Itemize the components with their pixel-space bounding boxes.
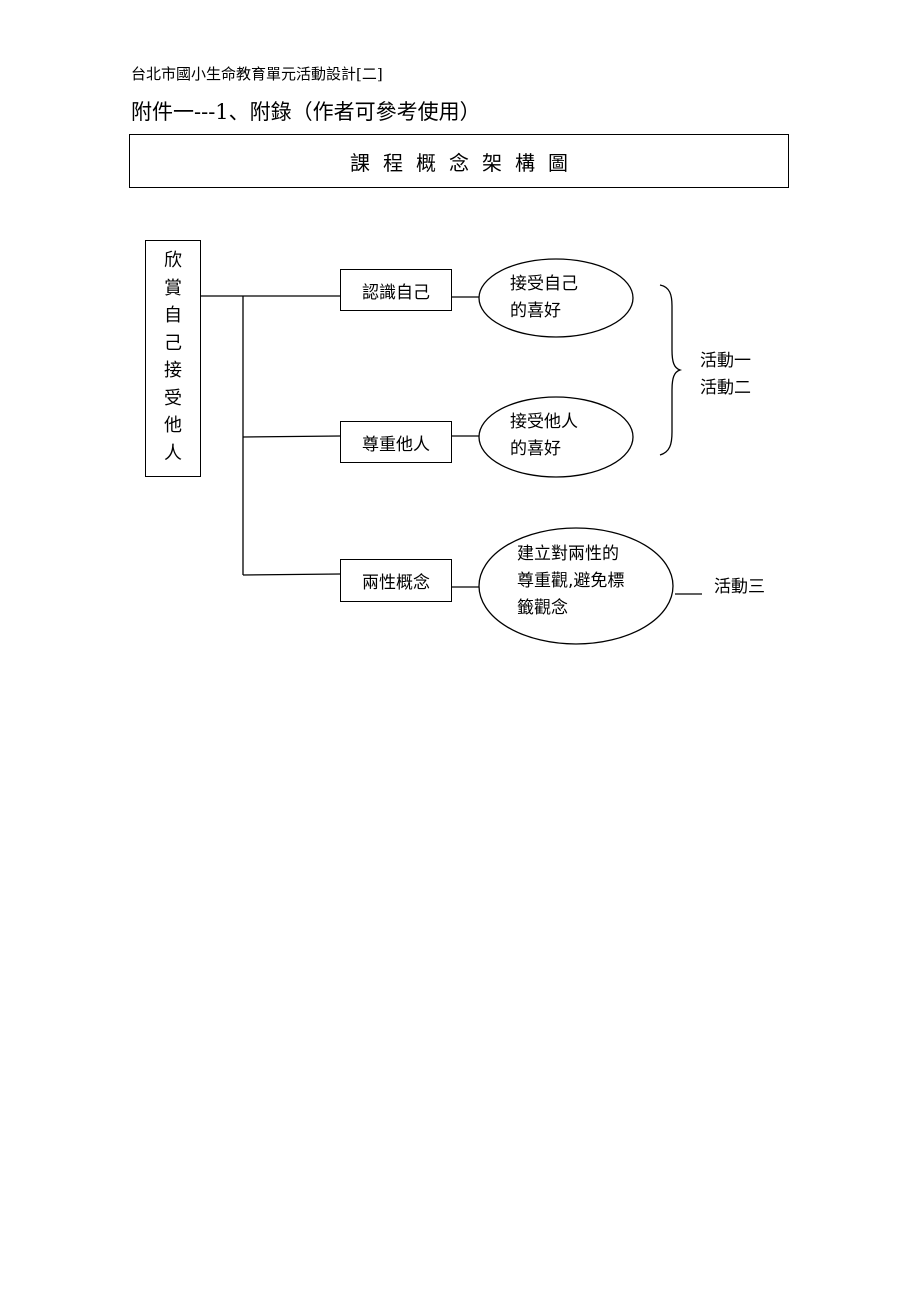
root-concept-char: 賞 [164, 277, 182, 299]
activity-label-group-two: 活動三 [714, 577, 765, 597]
root-concept-char: 人 [164, 442, 182, 464]
attachment-subtitle: 附件一---1、附錄（作者可參考使用） [131, 100, 481, 124]
diagram-title: 課程概念架構圖 [350, 150, 581, 175]
diagram-title-box: 課程概念架構圖 [129, 134, 789, 188]
root-concept-label: 欣賞自己接受他人 [146, 247, 200, 467]
root-concept-box: 欣賞自己接受他人 [145, 240, 201, 477]
connector-branch-2 [242, 435, 341, 438]
root-concept-char: 欣 [164, 250, 182, 271]
goal-ellipse-1 [478, 258, 634, 338]
concept-label-3: 兩性概念 [362, 573, 430, 593]
goal-ellipse-2 [478, 396, 634, 478]
concept-box-2: 尊重他人 [340, 421, 452, 463]
goal-text-2: 接受他人 的喜好 [510, 412, 578, 459]
root-concept-char: 他 [164, 415, 182, 436]
goal-text-1: 接受自己 的喜好 [510, 274, 578, 321]
concept-box-3: 兩性概念 [340, 559, 452, 602]
activity-label-group-one: 活動一 活動二 [700, 351, 751, 398]
goal-text-3: 建立對兩性的 尊重觀,避免標 籤觀念 [517, 544, 625, 618]
root-concept-char: 受 [164, 387, 182, 409]
concept-box-1: 認識自己 [340, 269, 452, 311]
concept-label-2: 尊重他人 [362, 434, 430, 455]
root-concept-char: 自 [164, 305, 182, 326]
connector-branch-3 [242, 573, 341, 576]
root-concept-char: 己 [164, 332, 182, 354]
activity-brace [659, 284, 683, 456]
concept-label-1: 認識自己 [362, 282, 430, 303]
root-concept-char: 接 [164, 360, 182, 381]
goal-ellipse-3 [478, 527, 674, 645]
header-line: 台北市國小生命教育單元活動設計[二] [131, 65, 383, 83]
